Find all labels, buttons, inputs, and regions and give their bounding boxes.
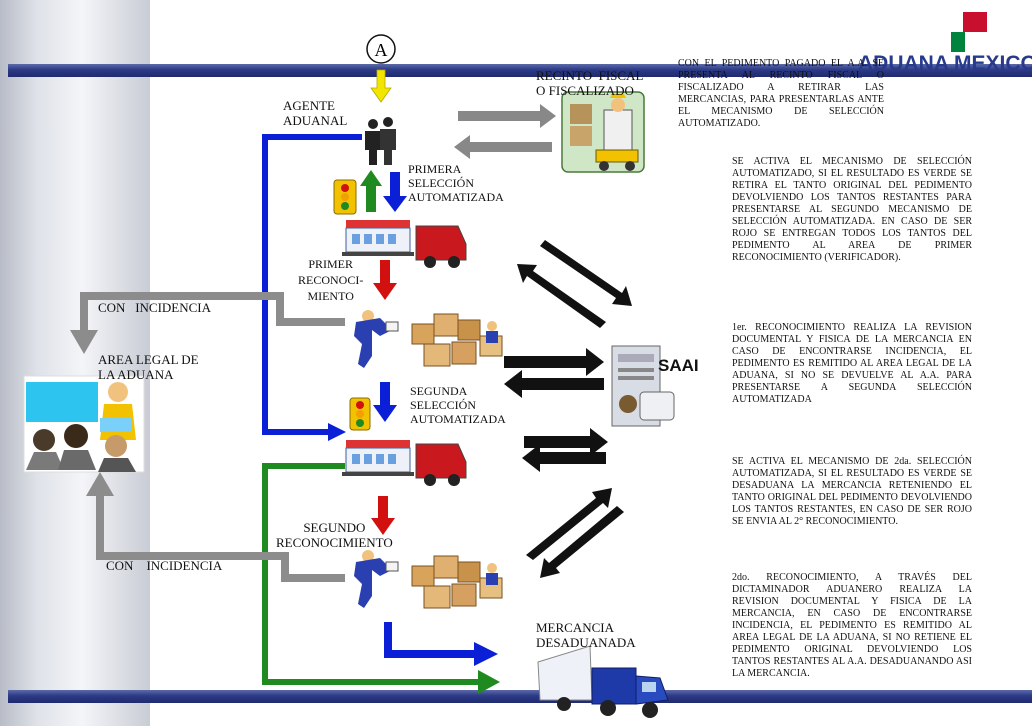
label-recinto-fiscal: RECINTO FISCAL O FISCALIZADO [536,68,644,98]
yellow-down-arrow [370,69,392,103]
gray-incidence-path-2 [96,494,345,582]
brand-name: ADUANA MEXICO [858,52,1032,75]
cargo-boxes-2-icon [411,555,503,609]
green-flow-line [262,463,480,685]
recinto-exchange-arrows [454,104,556,159]
label-con-incidencia-1: CON INCIDENCIA [98,300,212,315]
label-primera-seleccion: PRIMERA SELECCIÓN AUTOMATIZADA [408,162,504,204]
label-segundo-reconocimiento: SEGUNDO RECONOCIMIENTO [276,520,393,550]
traffic-light-2-icon [349,397,371,431]
traffic-light-1-icon [333,179,357,215]
gray-incidence-path-1 [80,292,345,332]
blue-down-arrow-1 [383,172,407,212]
connector-a-circle [366,34,396,64]
top-band [8,64,1032,77]
note-recinto: CON EL PEDIMENTO PAGADO EL A.A. SE PRESE… [678,58,884,129]
note-primer-reconocimiento: 1er. RECONOCIMIENTO REALIZA LA REVISION … [732,322,972,405]
blue-release-arrow [384,622,476,658]
label-segunda-seleccion: SEGUNDA SELECCIÓN AUTOMATIZADA [410,384,506,426]
note-segunda-seleccion: SE ACTIVA EL MECANISMO DE 2da. SELECCIÓN… [732,456,972,527]
green-flow-arrowhead [478,670,500,694]
saai-computer-icon [611,345,675,427]
note-segundo-reconocimiento: 2do. RECONOCIMIENTO, A TRAVÉS DEL DICTAM… [732,572,972,679]
agent-figures-icon [365,117,396,165]
customs-checkpoint-2-icon [342,440,467,486]
inspector-1-icon [354,310,399,368]
freight-truck-icon [537,645,669,718]
red-down-arrow-2 [371,496,395,535]
label-saai: SAAI [658,356,699,375]
gray-incidence-arrowhead-1 [70,330,98,354]
label-agente-aduanal: AGENTE ADUANAL [283,98,348,128]
left-gradient-panel [0,0,150,726]
cargo-boxes-1-icon [411,313,503,367]
legal-office-icon [23,375,145,473]
black-exchange-arrows [504,240,632,578]
label-con-incidencia-2: CON INCIDENCIA [106,558,223,573]
gray-incidence-arrowhead-2 [86,472,114,496]
blue-flow-line [262,134,362,435]
customs-checkpoint-1-icon [342,220,467,268]
label-mercancia-desaduanada: MERCANCIA DESADUANADA [536,620,636,650]
inspector-2-icon [354,550,399,608]
blue-down-arrow-2 [373,382,397,422]
aduana-logo-icon [951,12,987,52]
label-primer-reconocimiento: PRIMER RECONOCI- MIENTO [298,257,364,303]
label-area-legal: AREA LEGAL DE LA ADUANA [98,352,199,382]
blue-flow-arrowhead [328,423,346,441]
blue-release-arrowhead [474,642,498,666]
connector-label: A [374,40,388,60]
green-up-arrow [360,170,382,212]
red-down-arrow-1 [373,260,397,300]
warehouse-forklift-icon [561,91,645,173]
bottom-band [8,690,1032,703]
note-primera-seleccion: SE ACTIVA EL MECANISMO DE SELECCIÓN AUTO… [732,156,972,263]
